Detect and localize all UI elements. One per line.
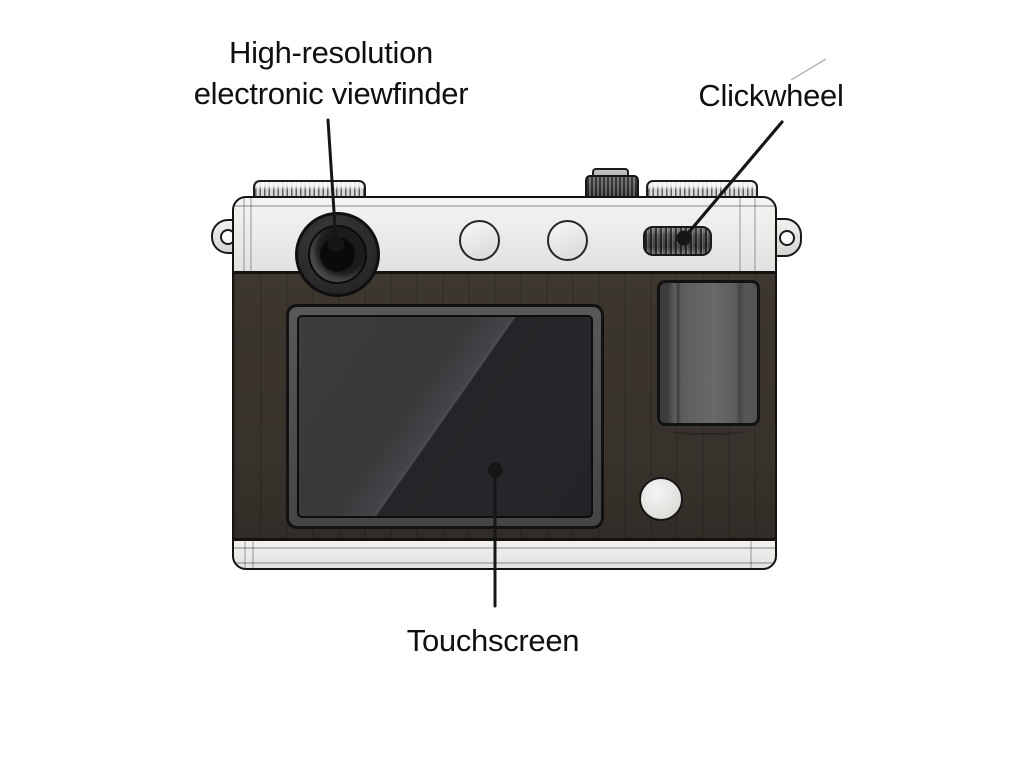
thumb-grip: [657, 280, 760, 426]
screen-bezel: [286, 304, 604, 529]
touchscreen-label-text: Touchscreen: [406, 623, 580, 658]
round-button: [639, 477, 683, 521]
bottom-plate: [234, 538, 775, 568]
top-plate-edge-line: [250, 198, 252, 271]
clickwheel-label: Clickwheel: [698, 75, 843, 116]
viewfinder-eyepiece-glass: [320, 237, 355, 272]
shutter-button: [585, 175, 639, 199]
viewfinder-label-line2: electronic viewfinder: [193, 76, 469, 111]
bottom-plate-edge-line: [750, 541, 752, 568]
bottom-plate-edge-line: [252, 541, 254, 568]
bottom-plate-hairline: [234, 547, 775, 549]
camera-body: [232, 196, 777, 570]
function-button-1: [459, 220, 500, 261]
touchscreen-label: Touchscreen: [406, 620, 580, 661]
clickwheel-dial: [643, 226, 712, 256]
viewfinder-label: High-resolution electronic viewfinder: [194, 32, 469, 114]
bottom-plate-edge-line: [244, 541, 246, 568]
function-button-2: [547, 220, 588, 261]
bottom-plate-hairline: [234, 562, 775, 564]
top-plate-edge-line: [243, 198, 245, 271]
rear-touchscreen: [297, 315, 593, 518]
top-plate-edge-line: [739, 198, 741, 271]
top-plate-hairline: [234, 205, 775, 207]
viewfinder-label-line1: High-resolution: [229, 35, 433, 70]
clickwheel-label-text: Clickwheel: [698, 78, 844, 113]
right-strap-lug-hole: [779, 230, 795, 246]
top-plate-edge-line: [754, 198, 756, 271]
thumb-grip-shadow: [671, 428, 745, 435]
